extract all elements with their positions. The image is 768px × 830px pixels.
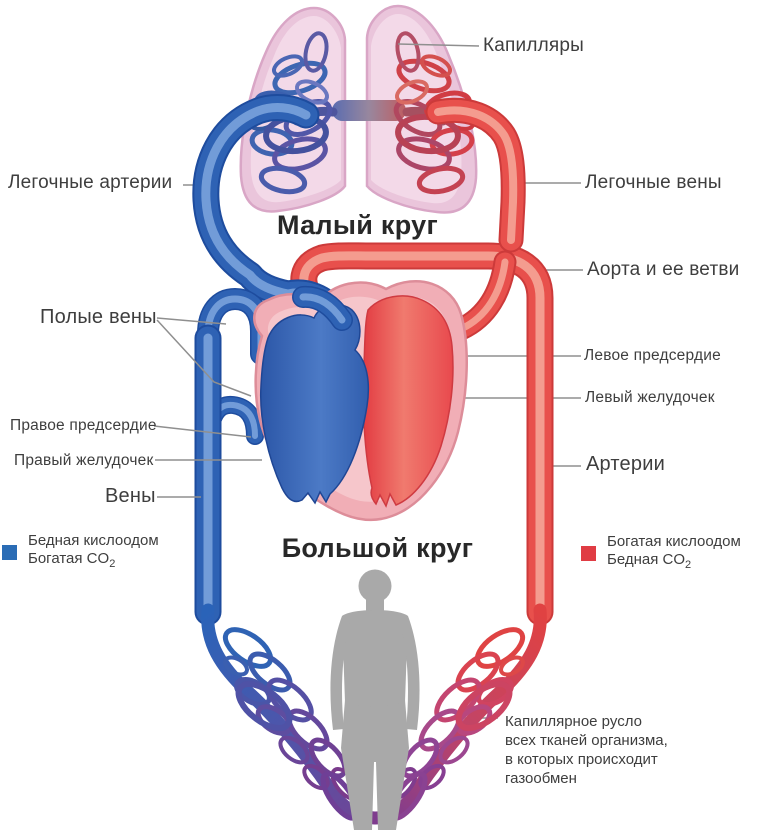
legend-deoxygenated-text: Бедная кислоодом Богатая CO2 [28, 532, 159, 573]
lung-bridge [332, 100, 406, 121]
label-capillaries: Капилляры [483, 35, 585, 56]
legend-deoxygenated-line2: Богатая CO2 [28, 550, 159, 573]
label-right-atrium: Правое предсердие [10, 417, 157, 434]
label-pulmonary-veins: Легочные вены [585, 172, 722, 193]
label-pulmonary-arteries: Легочные артерии [8, 172, 173, 193]
caption-line2: всех тканей организма, [505, 732, 668, 749]
label-vena-cava: Полые вены [40, 306, 157, 328]
title-pulmonary-circle: Малый круг [276, 210, 439, 240]
label-left-ventricle: Левый желудочек [585, 389, 715, 406]
silhouette-head [358, 569, 392, 603]
legend-oxygenated: Богатая кислоодом Бедная CO2 [581, 533, 741, 574]
caption-line1: Капиллярное русло [505, 713, 642, 730]
legend-oxygenated-line2: Бедная CO2 [607, 551, 741, 574]
caption-capillary-bed: Капиллярное русло всех тканей организма,… [505, 712, 668, 788]
silhouette-neck [366, 598, 384, 614]
label-arteries: Артерии [586, 453, 665, 475]
silhouette-right-arm [400, 616, 420, 730]
leader-vena-cava-upper [156, 317, 227, 325]
legend-deoxygenated: Бедная кислоодом Богатая CO2 [2, 532, 159, 573]
legend-oxygenated-line1: Богатая кислоодом [607, 533, 741, 550]
silhouette-left-arm [330, 616, 350, 730]
leader-lines-over [153, 317, 262, 498]
label-right-ventricle: Правый желудочек [14, 452, 154, 469]
deoxygenated-color-swatch [2, 545, 17, 560]
heart-illustration [253, 280, 468, 522]
human-silhouette [330, 569, 420, 830]
caption-line3: в которых происходит [505, 751, 658, 768]
legend-deoxygenated-line2-main: Богатая CO [28, 550, 110, 567]
legend-oxygenated-line2-sub: 2 [685, 559, 692, 571]
leader-capillaries [397, 43, 480, 47]
title-systemic-circle: Большой круг [281, 533, 474, 563]
silhouette-legs [341, 700, 409, 830]
silhouette-torso [342, 610, 408, 709]
legend-oxygenated-text: Богатая кислоодом Бедная CO2 [607, 533, 741, 574]
leader-right-atrium [153, 425, 252, 438]
legend-deoxygenated-line1: Бедная кислоодом [28, 532, 159, 549]
label-left-atrium: Левое предсердие [584, 347, 721, 364]
caption-line4: газообмен [505, 770, 577, 787]
label-aorta: Аорта и ее ветви [587, 259, 740, 280]
legend-oxygenated-line2-main: Бедная CO [607, 551, 686, 568]
label-veins: Вены [105, 485, 156, 507]
oxygenated-color-swatch [581, 546, 596, 561]
legend-deoxygenated-line2-sub: 2 [109, 558, 116, 570]
leader-vena-cava-lower [156, 319, 252, 397]
